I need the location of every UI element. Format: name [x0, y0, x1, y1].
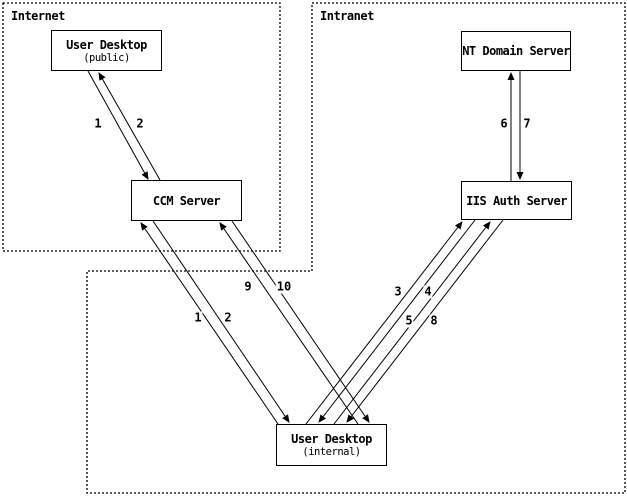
- arrow-2-ccm-to-public-desktop: [98, 72, 161, 181]
- arrow-1-internal-desktop-to-ccm: [140, 222, 279, 425]
- internet-region-border: [2, 2, 281, 252]
- arrow-label-3: 3: [393, 284, 403, 299]
- arrow-3-internal-desktop-to-iis: [305, 221, 463, 425]
- arrow-label-8: 8: [429, 313, 439, 328]
- node-title: User Desktop: [66, 37, 147, 52]
- arrow-label-5: 5: [404, 313, 414, 328]
- node-subtitle: (public): [83, 51, 130, 64]
- arrow-1-public-desktop-to-ccm: [87, 70, 149, 180]
- node-iis-auth-server: IIS Auth Server: [461, 181, 572, 220]
- arrow-label-1-internal: 1: [193, 310, 203, 325]
- node-user-desktop-public: User Desktop (public): [51, 30, 162, 71]
- arrow-label-9: 9: [243, 279, 253, 294]
- arrow-label-10: 10: [275, 279, 293, 294]
- arrow-label-2-internal: 2: [223, 310, 233, 325]
- intranet-and-internal-region-border: [86, 2, 626, 494]
- arrow-label-2-public: 2: [135, 116, 145, 131]
- node-ccm-server: CCM Server: [131, 180, 242, 221]
- arrow-10-ccm-to-internal-desktop: [231, 220, 370, 423]
- internet-region-label: Internet: [11, 9, 65, 23]
- arrow-9-internal-desktop-to-ccm: [219, 222, 359, 425]
- arrow-label-1-public: 1: [93, 116, 103, 131]
- node-title: IIS Auth Server: [466, 193, 567, 208]
- intranet-region-label: Intranet: [320, 9, 374, 23]
- node-user-desktop-internal: User Desktop (internal): [276, 424, 387, 466]
- arrow-label-6: 6: [499, 116, 509, 131]
- node-title: CCM Server: [152, 193, 221, 208]
- node-subtitle: (internal): [302, 446, 361, 458]
- node-title: User Desktop: [291, 432, 372, 446]
- arrow-8-iis-to-internal-desktop: [346, 219, 504, 423]
- arrow-4-iis-to-internal-desktop: [318, 219, 476, 423]
- arrow-label-4: 4: [423, 284, 433, 299]
- node-nt-domain-server: NT Domain Server: [461, 31, 571, 71]
- arrow-2-ccm-to-internal-desktop: [152, 220, 290, 423]
- node-title: NT Domain Server: [462, 44, 570, 58]
- arrow-label-7: 7: [522, 116, 532, 131]
